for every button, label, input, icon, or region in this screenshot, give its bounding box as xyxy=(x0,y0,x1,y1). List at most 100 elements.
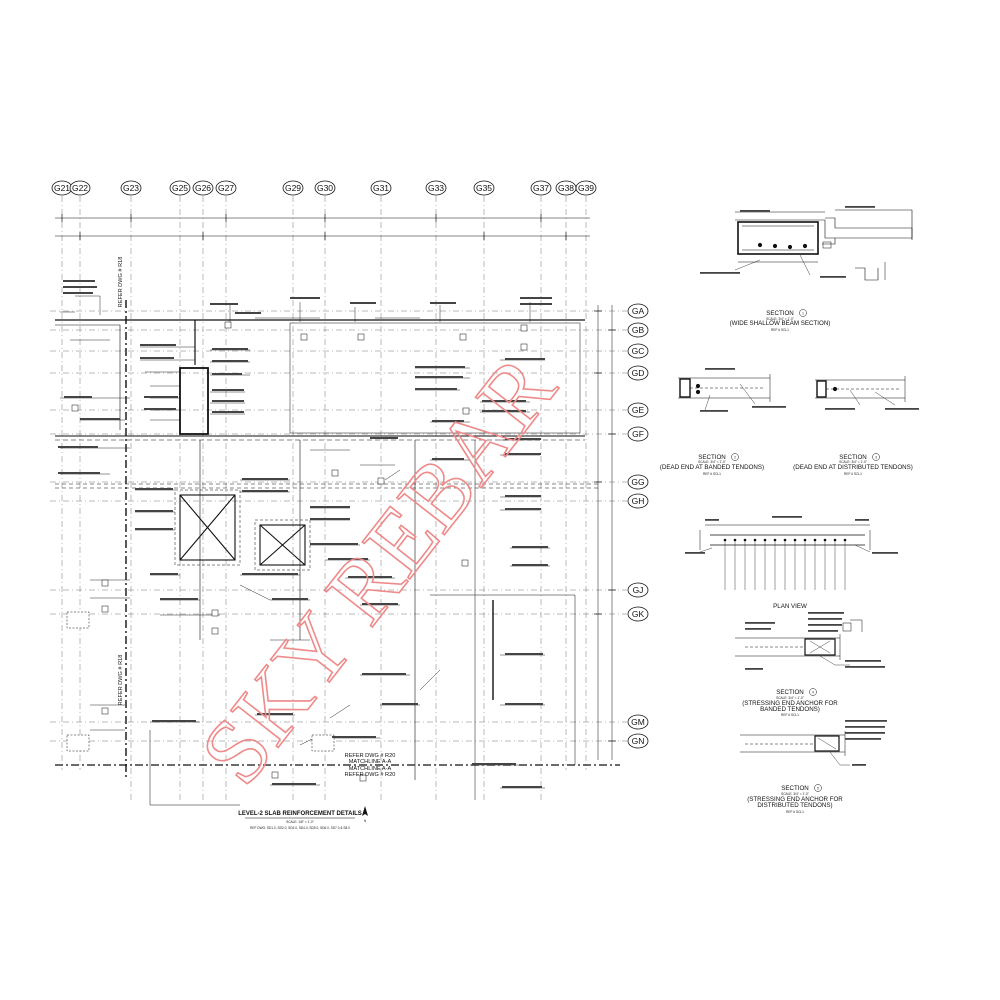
section-5-ref: REF # SCL1 xyxy=(786,810,804,814)
grid-bubble-g31[interactable]: G31 xyxy=(370,180,392,196)
grid-bubble-g33[interactable]: G33 xyxy=(425,180,447,196)
slab-plan xyxy=(55,300,620,806)
svg-text:GE: GE xyxy=(632,405,645,415)
section-2-notes xyxy=(700,368,786,412)
grid-bubble-gm[interactable]: GM xyxy=(627,714,649,730)
section-1-title: SECTION 1 SCALE: 3/4" = 1'-0" (WIDE SHAL… xyxy=(730,309,830,332)
grid-bubble-gf[interactable]: GF xyxy=(627,426,649,442)
grid-bubble-g37[interactable]: G37 xyxy=(530,180,552,196)
bar-mark-boxes xyxy=(66,321,528,782)
section-3-detail xyxy=(815,376,906,406)
section-2-ref: REF # SCL1 xyxy=(703,472,721,476)
grid-bubble-ga[interactable]: GA xyxy=(627,303,649,319)
svg-text:GA: GA xyxy=(632,306,645,316)
section-1-ref: REF # SCL1 xyxy=(771,328,789,332)
svg-text:G25: G25 xyxy=(172,183,188,193)
section-5-notes xyxy=(845,720,887,766)
grid-bubble-gk[interactable]: GK xyxy=(627,606,649,622)
grid-bubble-g21[interactable]: G21 xyxy=(51,180,73,196)
shaft-box-right xyxy=(254,519,311,571)
section-4-title: SECTION 4 SCALE: 3/4" = 1'-0" (STRESSING… xyxy=(742,688,838,717)
grid-bubble-gg[interactable]: GG xyxy=(627,474,649,490)
grid-bubble-g30[interactable]: G30 xyxy=(314,180,336,196)
section-4-ref: REF # SCL1 xyxy=(781,713,799,717)
svg-text:G23: G23 xyxy=(123,183,139,193)
section-2-number-bubble: 2 xyxy=(731,453,739,461)
right-dimension-strings xyxy=(594,305,616,760)
section-3-title: SECTION 3 SCALE: 3/4" = 1'-0" (DEAD END … xyxy=(793,453,913,476)
svg-text:G21: G21 xyxy=(54,183,70,193)
grid-bubble-g38[interactable]: G38 xyxy=(555,180,577,196)
svg-text:GH: GH xyxy=(632,496,645,506)
grid-bubble-g25[interactable]: G25 xyxy=(169,180,191,196)
grid-bubble-gh[interactable]: GH xyxy=(627,493,649,509)
grid-bubble-gn[interactable]: GN xyxy=(627,733,649,749)
grid-bubble-ge[interactable]: GE xyxy=(627,402,649,418)
svg-text:3: 3 xyxy=(875,456,877,460)
section-2-label: SECTION xyxy=(698,454,726,461)
section-1-label: SECTION xyxy=(766,310,794,317)
section-3-ref: REF # SCL1 xyxy=(844,472,862,476)
svg-text:G31: G31 xyxy=(373,183,389,193)
svg-text:G30: G30 xyxy=(317,183,333,193)
svg-text:G39: G39 xyxy=(578,183,594,193)
grid-bubble-g39[interactable]: G39 xyxy=(575,180,597,196)
grid-bubble-gd[interactable]: GD xyxy=(627,365,649,381)
svg-text:2: 2 xyxy=(734,456,736,460)
section-2-detail xyxy=(678,374,771,411)
section-4-notes xyxy=(745,612,885,670)
svg-text:GJ: GJ xyxy=(633,585,644,595)
plan-title: LEVEL-2 SLAB REINFORCEMENT DETAILS xyxy=(238,811,362,817)
grid-bubble-gc[interactable]: GC xyxy=(627,343,649,359)
grid-bubble-g23[interactable]: G23 xyxy=(120,180,142,196)
svg-text:G35: G35 xyxy=(476,183,492,193)
svg-text:GB: GB xyxy=(632,325,645,335)
section-5-scale: SCALE: 3/4" = 1'-0" xyxy=(781,792,809,796)
svg-text:4: 4 xyxy=(812,691,814,695)
section-1-notes xyxy=(700,206,875,278)
north-arrow-icon: N xyxy=(362,806,368,823)
refer-r20-label-a: REFER DWG # R20 xyxy=(345,753,396,759)
grid-bubble-g22[interactable]: G22 xyxy=(69,180,91,196)
grid-bubble-g35[interactable]: G35 xyxy=(473,180,495,196)
section-2-title: SECTION 2 SCALE: 3/4" = 1'-0" (DEAD END … xyxy=(660,453,764,476)
svg-text:GF: GF xyxy=(632,429,644,439)
svg-text:G33: G33 xyxy=(428,183,444,193)
section-5-title: SECTION 5 SCALE: 3/4" = 1'-0" (STRESSING… xyxy=(747,784,843,814)
callout-text-marks xyxy=(58,280,552,788)
grid-bubble-g29[interactable]: G29 xyxy=(282,180,304,196)
section-2-name: (DEAD END AT BANDED TENDONS) xyxy=(660,464,764,471)
section-4-scale: SCALE: 3/4" = 1'-0" xyxy=(776,696,804,700)
grid-bubble-g26[interactable]: G26 xyxy=(192,180,214,196)
svg-text:G38: G38 xyxy=(558,183,574,193)
svg-text:GC: GC xyxy=(632,346,645,356)
svg-text:GG: GG xyxy=(631,477,644,487)
svg-text:GD: GD xyxy=(632,368,645,378)
plan-references: REF DWG: SD1.0, SD2.0, SD3.0, SD4.0, SD5… xyxy=(250,826,350,830)
grid-bubble-gb[interactable]: GB xyxy=(627,322,649,338)
plan-title-block: LEVEL-2 SLAB REINFORCEMENT DETAILS SCALE… xyxy=(238,806,368,830)
section-4-number-bubble: 4 xyxy=(809,688,817,696)
svg-text:GN: GN xyxy=(632,736,645,746)
section-5-label: SECTION xyxy=(781,785,809,792)
plan-view-detail xyxy=(699,524,871,590)
svg-text:G27: G27 xyxy=(218,183,234,193)
grid-bubble-gj[interactable]: GJ xyxy=(627,582,649,598)
plan-reference-labels: REFER DWG # R20 MATCHLINE A-A MATCHLINE … xyxy=(118,257,395,778)
plan-view-title: PLAN VIEW xyxy=(773,603,807,610)
section-1-detail xyxy=(734,209,913,281)
watermark: SKY REBAR xyxy=(180,337,575,802)
svg-text:1: 1 xyxy=(802,312,804,316)
shaft-box-left xyxy=(174,489,241,566)
section-1-number-bubble: 1 xyxy=(799,309,807,317)
section-5-detail xyxy=(740,731,850,766)
section-3-notes xyxy=(825,408,919,410)
grid-row-bubbles: GA GB GC GD GE GF GG GH GJ GK GM GN xyxy=(627,303,649,749)
refer-r18-label-top: REFER DWG # R18 xyxy=(118,257,124,308)
svg-text:GM: GM xyxy=(631,717,645,727)
section-3-scale: SCALE: 3/4" = 1'-0" xyxy=(839,460,867,464)
grid-bubble-g27[interactable]: G27 xyxy=(215,180,237,196)
